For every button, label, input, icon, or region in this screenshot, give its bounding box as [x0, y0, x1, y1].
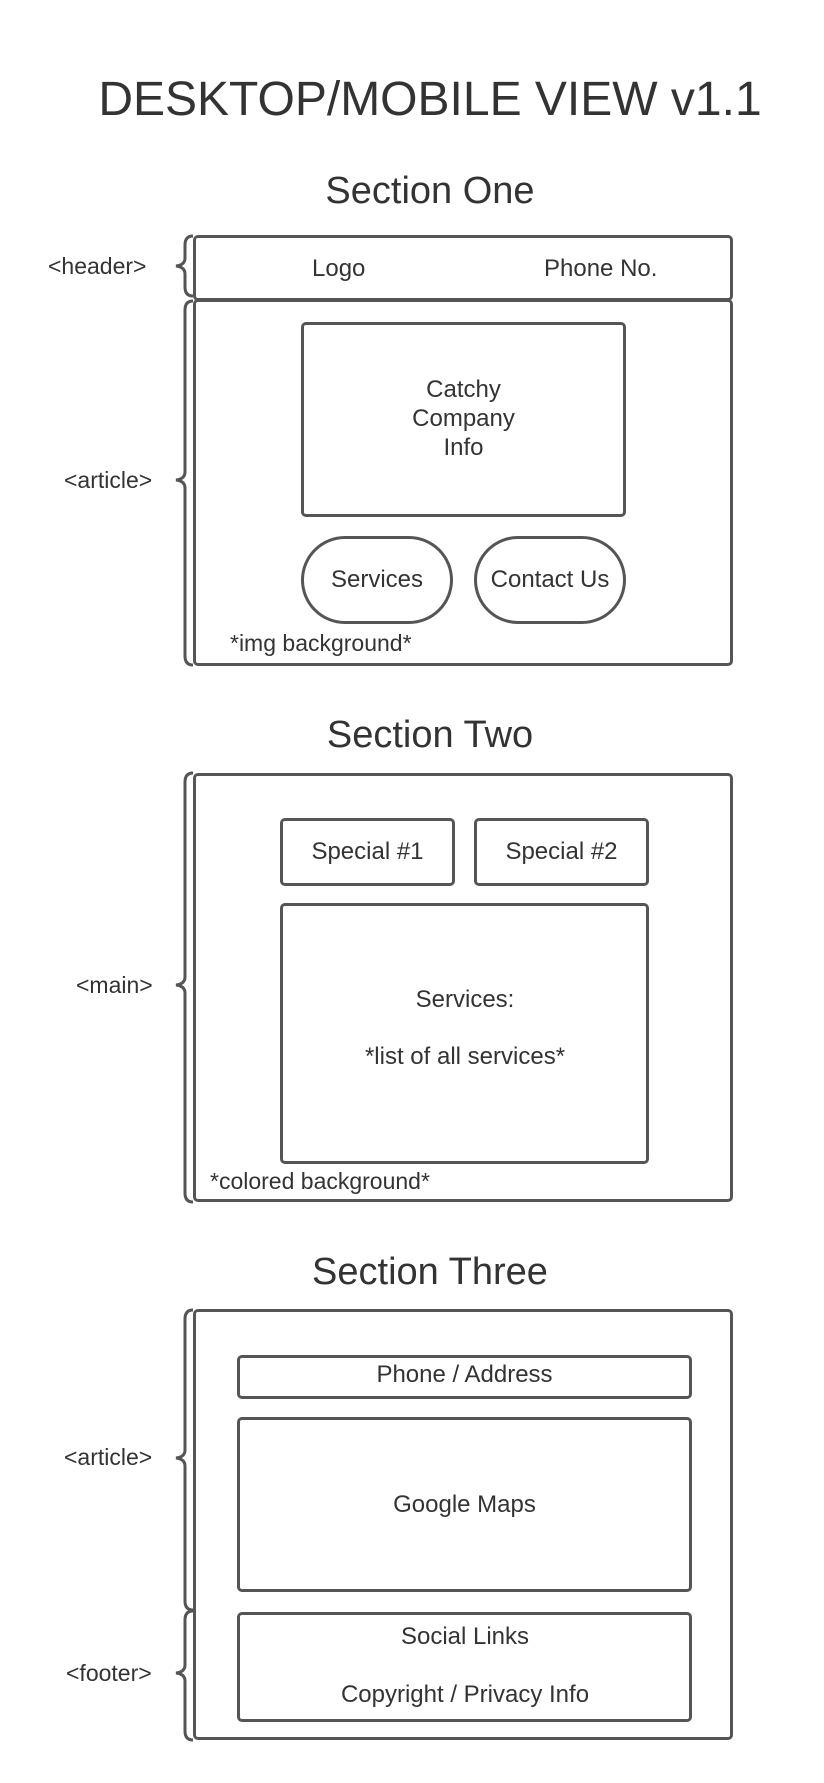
- company-info-line-1: Catchy: [426, 376, 501, 404]
- main-bracket: [175, 771, 194, 1204]
- header-tag-label: <header>: [48, 253, 147, 279]
- article-bracket-one: [175, 299, 194, 667]
- social-links-label: Social Links: [400, 1623, 530, 1650]
- section-two-heading: Section Two: [326, 714, 534, 756]
- footer-tag-label: <footer>: [66, 1660, 152, 1686]
- article-box-one: Catchy Company Info Services Contact Us …: [193, 299, 733, 666]
- services-button[interactable]: Services: [301, 536, 453, 624]
- special-two-box: Special #2: [474, 818, 649, 886]
- special-one-box: Special #1: [280, 818, 455, 886]
- section-three-heading: Section Three: [312, 1251, 548, 1293]
- page-title: DESKTOP/MOBILE VIEW v1.1: [98, 73, 762, 126]
- section-one-heading: Section One: [325, 170, 535, 212]
- google-maps-box: Google Maps: [237, 1417, 692, 1592]
- footer-box: Social Links Copyright / Privacy Info: [237, 1612, 692, 1722]
- services-list-placeholder: *list of all services*: [364, 1043, 566, 1070]
- logo-label: Logo: [312, 255, 366, 282]
- footer-bracket: [175, 1609, 194, 1742]
- header-bracket: [175, 234, 194, 298]
- services-list-box: Services: *list of all services*: [280, 903, 649, 1164]
- company-info-line-2: Company: [412, 405, 515, 433]
- img-background-note: *img background*: [230, 630, 412, 656]
- section-three-box: Phone / Address Google Maps Social Links…: [193, 1309, 733, 1740]
- main-tag-label: <main>: [76, 972, 153, 998]
- contact-us-button[interactable]: Contact Us: [474, 536, 626, 624]
- phone-number-label: Phone No.: [544, 255, 658, 282]
- services-list-heading: Services:: [415, 986, 515, 1013]
- article-tag-label-one: <article>: [64, 467, 153, 493]
- company-info-box: Catchy Company Info: [301, 322, 626, 517]
- colored-background-note: *colored background*: [210, 1168, 430, 1194]
- article-tag-label-three: <article>: [64, 1444, 153, 1470]
- article-bracket-three: [175, 1308, 194, 1612]
- header-box: Logo Phone No.: [193, 235, 733, 301]
- phone-address-box: Phone / Address: [237, 1355, 692, 1399]
- copyright-privacy-label: Copyright / Privacy Info: [340, 1681, 590, 1708]
- main-box: Special #1 Special #2 Services: *list of…: [193, 773, 733, 1202]
- company-info-line-3: Info: [443, 433, 484, 461]
